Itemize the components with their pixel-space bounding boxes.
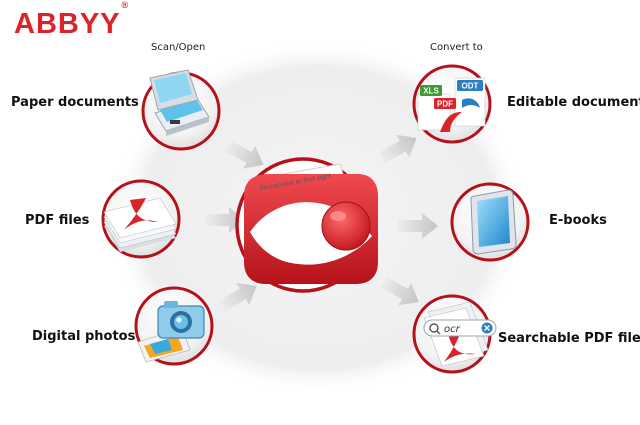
finereader-logo-icon: [244, 163, 378, 284]
scan-open-heading: Scan/Open: [151, 42, 206, 53]
arrows: [205, 134, 438, 312]
searchable-pdf-bubble: ocr: [412, 294, 497, 374]
pdf-stack-icon: [103, 197, 177, 252]
arrow-photo-to-center: [219, 282, 257, 312]
e-books-label: E-books: [549, 213, 607, 228]
arrow-center-to-searchable: [381, 276, 419, 306]
registered-mark: ®: [121, 0, 130, 11]
editable-documents-label: Editable documents: [507, 95, 640, 110]
brand-name: ABBYY: [14, 8, 121, 40]
arrow-scan-to-center: [225, 140, 264, 169]
pdf-files-label: PDF files: [25, 213, 90, 228]
office-formats-icon: XLS ODT PDF: [417, 77, 486, 132]
arrow-center-to-editable: [379, 134, 417, 164]
tablet-icon: [470, 189, 517, 255]
digital-photos-label: Digital photos: [32, 329, 136, 344]
xls-badge: XLS: [423, 87, 439, 96]
camera-icon: [137, 301, 205, 363]
convert-to-heading: Convert to: [430, 42, 483, 53]
tablet-bubble: [450, 182, 530, 262]
odt-badge: ODT: [462, 82, 479, 91]
pdf-badge: PDF: [437, 100, 453, 109]
arrow-pdf-to-center: [205, 207, 245, 233]
paper-documents-label: Paper documents: [11, 95, 139, 110]
camera-bubble: [134, 286, 214, 366]
ocr-search-text: ocr: [444, 324, 461, 335]
arrow-center-to-ebooks: [398, 213, 438, 239]
searchable-pdf-icon: ocr: [423, 301, 497, 367]
office-formats-bubble: XLS ODT PDF: [412, 64, 492, 144]
searchable-pdf-files-label: Searchable PDF files: [498, 331, 640, 346]
scanner-icon: [149, 69, 210, 136]
abbyy-logo: ABBYY®: [14, 0, 129, 41]
pdf-stack-bubble: [101, 179, 181, 259]
center-logo-bubble: Recognized at first sight: [235, 157, 378, 293]
scanner-bubble: [141, 69, 221, 151]
